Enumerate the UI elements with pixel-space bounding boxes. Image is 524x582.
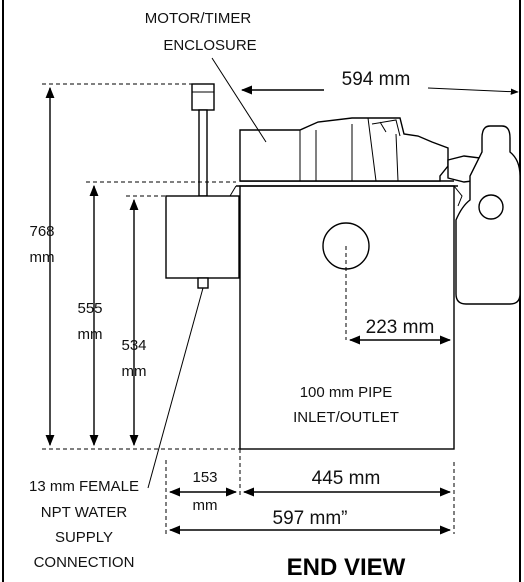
water-label-line3: SUPPLY <box>55 529 113 546</box>
height-534-value: 534 <box>121 337 146 354</box>
height-555-value: 555 <box>77 300 102 317</box>
height-534-unit: mm <box>122 363 147 380</box>
width-594-label: 594 mm <box>342 69 411 90</box>
dimension-597-label: 597 mm” <box>273 508 348 529</box>
height-768-value: 768 <box>29 223 54 240</box>
dimension-594-right <box>427 87 519 95</box>
dimension-223-label: 223 mm <box>366 317 435 338</box>
water-label-line4: CONNECTION <box>34 554 135 571</box>
water-riser-pipe <box>198 109 208 197</box>
side-motor-cap <box>478 194 504 220</box>
motor-label-line2: ENCLOSURE <box>163 37 256 54</box>
water-connection-fitting <box>197 277 209 289</box>
tank-lid <box>236 180 458 187</box>
pipe-label-line2: INLET/OUTLET <box>293 409 399 426</box>
end-view-title: END VIEW <box>287 554 406 581</box>
motor-timer-enclosure <box>239 117 449 182</box>
dimension-445-label: 445 mm <box>312 468 381 489</box>
motor-housing-detail <box>299 117 399 182</box>
water-label-line1: 13 mm FEMALE <box>29 478 139 495</box>
height-768-unit: mm <box>30 249 55 266</box>
water-label-line2: NPT WATER <box>41 504 128 521</box>
height-555-unit: mm <box>78 326 103 343</box>
tank-body <box>239 185 455 450</box>
dimension-153-value: 153 <box>192 469 217 486</box>
motor-label-line1: MOTOR/TIMER <box>145 10 252 27</box>
motor-housing-ridge <box>371 119 401 137</box>
pipe-label-line1: 100 mm PIPE <box>300 384 393 401</box>
water-supply-box <box>165 195 240 279</box>
water-label-leader <box>147 287 204 489</box>
water-pipe-cap <box>191 83 215 111</box>
motor-label-leader <box>211 57 267 143</box>
dimension-153-unit: mm <box>193 497 218 514</box>
